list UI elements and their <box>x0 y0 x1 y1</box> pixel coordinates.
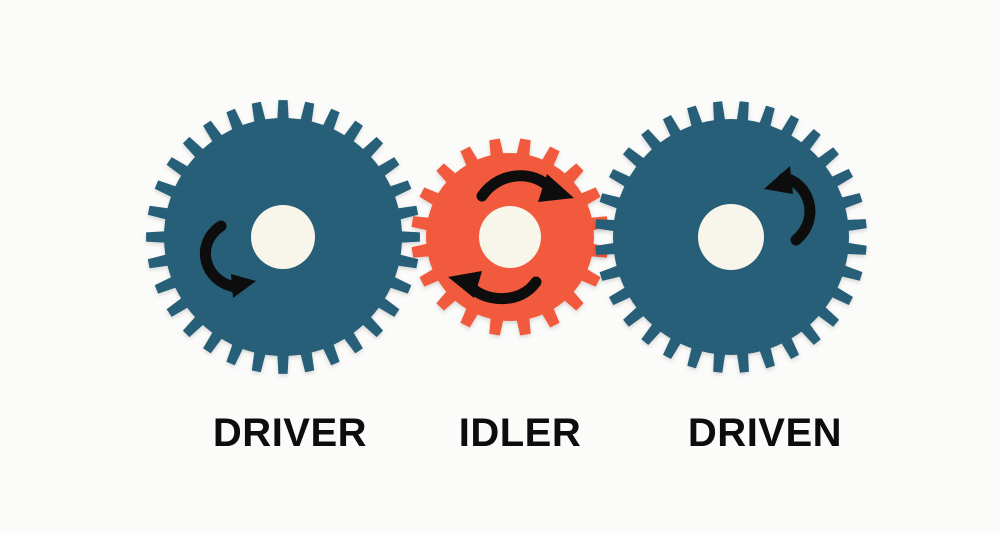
idler-lower-rotation-arrow-icon <box>448 271 542 305</box>
driven-gear <box>595 101 867 373</box>
idler-upper-rotation-arrow-icon <box>476 170 574 202</box>
rotation-arrows <box>200 166 816 305</box>
driven-gear-hub <box>698 204 764 270</box>
driven-label: DRIVEN <box>687 411 843 455</box>
idler-gear <box>411 138 609 336</box>
driver-rotation-arrow-icon <box>200 220 256 298</box>
driver-gear <box>146 100 420 374</box>
idler-gear-hub <box>479 206 541 268</box>
driven-rotation-arrow-icon <box>764 166 816 246</box>
driver-label: DRIVER <box>212 411 368 455</box>
idler-label: IDLER <box>458 411 582 455</box>
driver-gear-hub <box>251 205 315 269</box>
